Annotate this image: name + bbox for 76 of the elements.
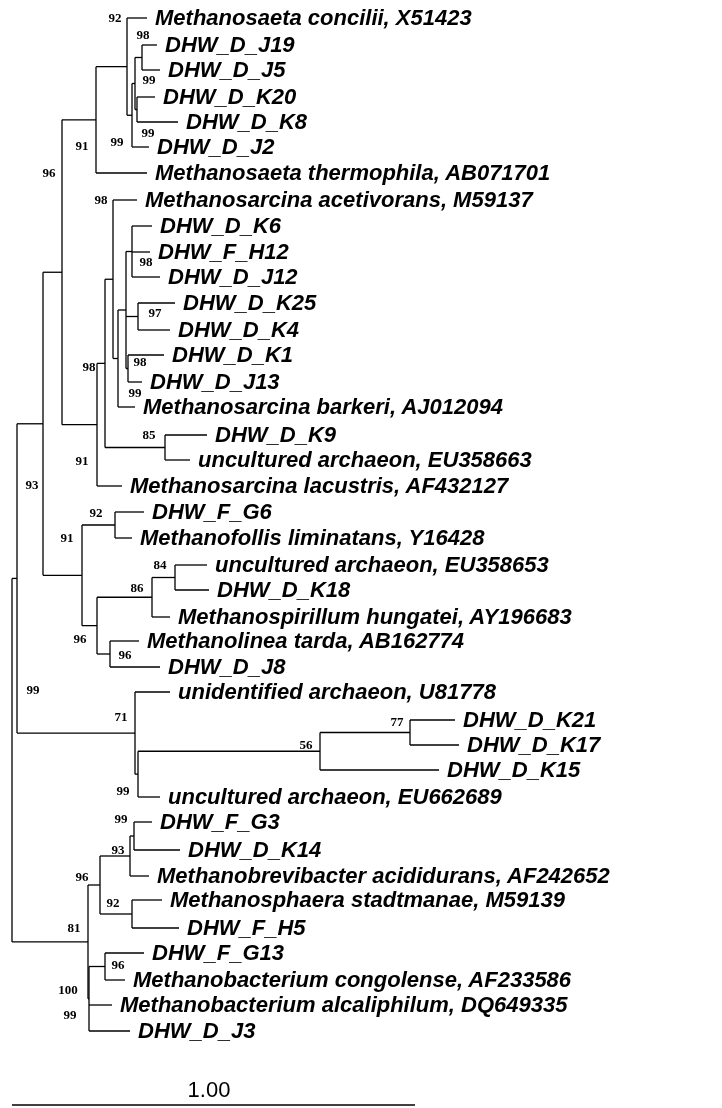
taxon-label: DHW_D_J8 bbox=[168, 655, 286, 679]
bootstrap-value: 93 bbox=[25, 478, 39, 492]
bootstrap-value: 92 bbox=[89, 506, 103, 520]
bootstrap-value: 98 bbox=[82, 360, 96, 374]
taxon-label: DHW_F_G6 bbox=[152, 500, 272, 524]
bootstrap-value: 99 bbox=[110, 135, 124, 149]
bootstrap-value: 98 bbox=[136, 28, 150, 42]
bootstrap-value: 84 bbox=[153, 558, 167, 572]
bootstrap-value: 98 bbox=[133, 355, 147, 369]
bootstrap-value: 86 bbox=[130, 581, 144, 595]
bootstrap-value: 91 bbox=[75, 454, 89, 468]
taxon-label: DHW_D_K20 bbox=[163, 85, 297, 109]
taxon-label: Methanosarcina acetivorans, M59137 bbox=[145, 188, 533, 212]
bootstrap-value: 96 bbox=[111, 958, 125, 972]
bootstrap-value: 99 bbox=[114, 812, 128, 826]
bootstrap-value: 93 bbox=[111, 843, 125, 857]
taxon-label: DHW_D_K9 bbox=[215, 423, 337, 447]
taxon-label: DHW_D_J2 bbox=[157, 135, 275, 159]
taxon-label: uncultured archaeon, EU358663 bbox=[198, 448, 532, 472]
bootstrap-value: 98 bbox=[139, 255, 153, 269]
taxon-label: Methanolinea tarda, AB162774 bbox=[147, 629, 465, 653]
taxon-label: DHW_D_K1 bbox=[172, 343, 294, 367]
taxon-label: DHW_D_J12 bbox=[168, 265, 298, 289]
bootstrap-value: 77 bbox=[390, 715, 404, 729]
taxon-label: DHW_D_K8 bbox=[186, 110, 308, 134]
bootstrap-value: 99 bbox=[63, 1008, 77, 1022]
taxon-label: Methanosarcina barkeri, AJ012094 bbox=[143, 395, 503, 419]
taxon-label: Methanosphaera stadtmanae, M59139 bbox=[170, 888, 565, 912]
taxon-label: DHW_D_K17 bbox=[467, 733, 601, 757]
taxon-label: DHW_D_K15 bbox=[447, 758, 581, 782]
taxon-label: DHW_F_G3 bbox=[160, 810, 280, 834]
taxon-label: DHW_D_K21 bbox=[463, 708, 597, 732]
taxon-label: DHW_F_G13 bbox=[152, 941, 285, 965]
scale-value: 1.00 bbox=[187, 1078, 231, 1102]
taxon-label: Methanobrevibacter acididurans, AF242652 bbox=[157, 864, 610, 888]
bootstrap-value: 81 bbox=[67, 921, 81, 935]
bootstrap-value: 91 bbox=[60, 531, 74, 545]
bootstrap-value: 92 bbox=[106, 896, 120, 910]
bootstrap-value: 96 bbox=[118, 648, 132, 662]
taxon-label: unidentified archaeon, U81778 bbox=[178, 680, 496, 704]
taxon-label: Methanobacterium congolense, AF233586 bbox=[133, 968, 572, 992]
bootstrap-value: 99 bbox=[116, 784, 130, 798]
taxon-label: Methanosarcina lacustris, AF432127 bbox=[130, 474, 509, 498]
taxon-label: Methanobacterium alcaliphilum, DQ649335 bbox=[120, 993, 568, 1017]
taxon-label: DHW_F_H5 bbox=[187, 916, 306, 940]
taxon-label: uncultured archaeon, EU358653 bbox=[215, 553, 549, 577]
taxon-label: DHW_F_H12 bbox=[158, 240, 289, 264]
bootstrap-value: 71 bbox=[114, 710, 128, 724]
bootstrap-value: 91 bbox=[75, 139, 89, 153]
taxon-label: DHW_D_K18 bbox=[217, 578, 351, 602]
taxon-label: Methanosaeta concilii, X51423 bbox=[155, 6, 472, 30]
bootstrap-value: 92 bbox=[108, 11, 122, 25]
taxon-label: DHW_D_K4 bbox=[178, 318, 300, 342]
bootstrap-value: 97 bbox=[148, 306, 162, 320]
taxon-label: Methanospirillum hungatei, AY196683 bbox=[178, 605, 572, 629]
bootstrap-value: 96 bbox=[73, 632, 87, 646]
taxon-label: DHW_D_J13 bbox=[150, 370, 280, 394]
taxon-label: Methanosaeta thermophila, AB071701 bbox=[155, 161, 551, 185]
bootstrap-value: 98 bbox=[94, 193, 108, 207]
bootstrap-value: 100 bbox=[58, 983, 78, 997]
bootstrap-value: 85 bbox=[142, 428, 156, 442]
taxon-label: DHW_D_J5 bbox=[168, 58, 286, 82]
bootstrap-value: 96 bbox=[42, 166, 56, 180]
bootstrap-value: 99 bbox=[142, 73, 156, 87]
bootstrap-value: 99 bbox=[141, 126, 155, 140]
taxon-label: DHW_D_K6 bbox=[160, 214, 282, 238]
taxon-label: Methanofollis liminatans, Y16428 bbox=[140, 526, 485, 550]
taxon-label: uncultured archaeon, EU662689 bbox=[168, 785, 502, 809]
bootstrap-value: 96 bbox=[75, 870, 89, 884]
taxon-label: DHW_D_J19 bbox=[165, 33, 295, 57]
bootstrap-value: 99 bbox=[26, 683, 40, 697]
taxon-label: DHW_D_K25 bbox=[183, 291, 317, 315]
taxon-label: DHW_D_J3 bbox=[138, 1019, 256, 1043]
bootstrap-value: 56 bbox=[299, 738, 313, 752]
taxon-label: DHW_D_K14 bbox=[188, 838, 322, 862]
bootstrap-value: 99 bbox=[128, 386, 142, 400]
